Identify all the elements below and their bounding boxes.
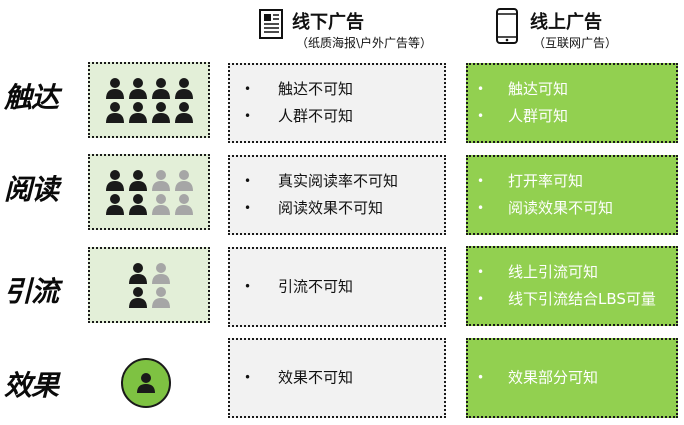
online-effect-item: 效果部分可知 — [508, 368, 599, 387]
people-row — [90, 77, 208, 99]
offline-traffic-item: 引流不可知 — [278, 277, 354, 296]
people-row — [90, 286, 208, 308]
bullet: • — [244, 109, 252, 123]
bullet: • — [477, 201, 485, 215]
person-icon — [128, 78, 147, 99]
smartphone-icon — [495, 8, 519, 48]
person-icon — [151, 102, 170, 123]
bullet: • — [244, 201, 252, 215]
online-reach-box: • 触达可知 • 人群可知 — [466, 63, 678, 143]
list-item: • 真实阅读率不可知 — [230, 168, 444, 195]
row-label-effect: 效果 — [4, 369, 59, 402]
offline-audience-item: 人群不可知 — [278, 107, 354, 125]
bullet: • — [477, 265, 485, 279]
person-icon — [128, 102, 147, 123]
person-icon — [105, 102, 124, 123]
bullet: • — [477, 370, 485, 385]
offline-ads-header: 线下广告 （纸质海报\户外广告等） — [258, 6, 458, 54]
bullet: • — [477, 109, 485, 123]
online-ads-header: 线上广告 （互联网广告） — [495, 6, 675, 54]
bullet: • — [244, 82, 252, 96]
people-row — [90, 193, 208, 215]
online-read-effect-item: 阅读效果不可知 — [508, 199, 614, 217]
people-row — [90, 169, 208, 191]
row-label-read: 阅读 — [4, 173, 59, 206]
person-icon — [105, 194, 124, 215]
person-icon — [105, 78, 124, 99]
offline-read-effect-item: 阅读效果不可知 — [278, 199, 384, 217]
people-grid-icon — [90, 167, 208, 217]
row-label-traffic: 引流 — [4, 275, 59, 308]
traffic-audience-icon-box — [88, 247, 210, 323]
list-item: • 效果部分可知 — [468, 365, 676, 392]
row-label-reach: 触达 — [4, 81, 59, 114]
offline-effect-box: • 效果不可知 — [228, 338, 446, 418]
people-grid-icon — [90, 260, 208, 310]
person-icon — [174, 102, 193, 123]
offline-traffic-lbs-item: 线下引流结合LBS可量 — [508, 290, 656, 308]
person-icon — [151, 194, 170, 215]
person-circle-icon — [121, 358, 171, 408]
online-effect-box: • 效果部分可知 — [466, 338, 678, 418]
person-icon — [128, 170, 147, 191]
reach-audience-icon-box — [88, 62, 210, 138]
online-ads-title: 线上广告 — [530, 12, 602, 33]
online-open-rate-item: 打开率可知 — [508, 172, 584, 190]
bullet: • — [477, 82, 485, 96]
list-item: • 人群可知 — [468, 103, 676, 130]
person-icon — [174, 170, 193, 191]
offline-reach-box: • 触达不可知 • 人群不可知 — [228, 63, 446, 143]
bullet: • — [244, 370, 252, 385]
person-icon — [151, 287, 170, 308]
offline-traffic-box: • 引流不可知 — [228, 247, 446, 327]
list-item: • 线下引流结合LBS可量 — [468, 286, 676, 313]
offline-ads-subtitle: （纸质海报\户外广告等） — [296, 36, 433, 50]
newspaper-icon — [258, 8, 284, 44]
online-ads-subtitle: （互联网广告） — [533, 36, 618, 50]
bullet: • — [477, 174, 485, 188]
offline-effect-item: 效果不可知 — [278, 368, 354, 387]
online-traffic-item: 线上引流可知 — [508, 263, 599, 281]
people-grid-icon — [90, 75, 208, 125]
person-icon — [128, 194, 147, 215]
person-icon — [151, 78, 170, 99]
person-icon — [151, 170, 170, 191]
person-icon — [151, 263, 170, 284]
list-item: • 效果不可知 — [230, 365, 444, 392]
list-item: • 打开率可知 — [468, 168, 676, 195]
person-icon — [174, 194, 193, 215]
offline-read-rate-item: 真实阅读率不可知 — [278, 172, 399, 190]
bullet: • — [244, 174, 252, 188]
offline-reach-item: 触达不可知 — [278, 80, 354, 98]
people-row — [90, 262, 208, 284]
person-icon — [105, 170, 124, 191]
online-traffic-box: • 线上引流可知 • 线下引流结合LBS可量 — [466, 246, 678, 326]
online-read-box: • 打开率可知 • 阅读效果不可知 — [466, 155, 678, 235]
list-item: • 线上引流可知 — [468, 259, 676, 286]
list-item: • 触达可知 — [468, 76, 676, 103]
list-item: • 阅读效果不可知 — [230, 195, 444, 222]
person-icon — [128, 263, 147, 284]
person-icon — [174, 78, 193, 99]
person-icon — [128, 287, 147, 308]
list-item: • 人群不可知 — [230, 103, 444, 130]
list-item: • 触达不可知 — [230, 76, 444, 103]
bullet: • — [477, 292, 485, 306]
bullet: • — [244, 279, 252, 294]
online-reach-item: 触达可知 — [508, 80, 569, 98]
list-item: • 引流不可知 — [230, 274, 444, 301]
offline-ads-title: 线下广告 — [292, 12, 364, 33]
offline-read-box: • 真实阅读率不可知 • 阅读效果不可知 — [228, 155, 446, 235]
online-audience-item: 人群可知 — [508, 107, 569, 125]
people-row — [90, 101, 208, 123]
list-item: • 阅读效果不可知 — [468, 195, 676, 222]
read-audience-icon-box — [88, 154, 210, 230]
